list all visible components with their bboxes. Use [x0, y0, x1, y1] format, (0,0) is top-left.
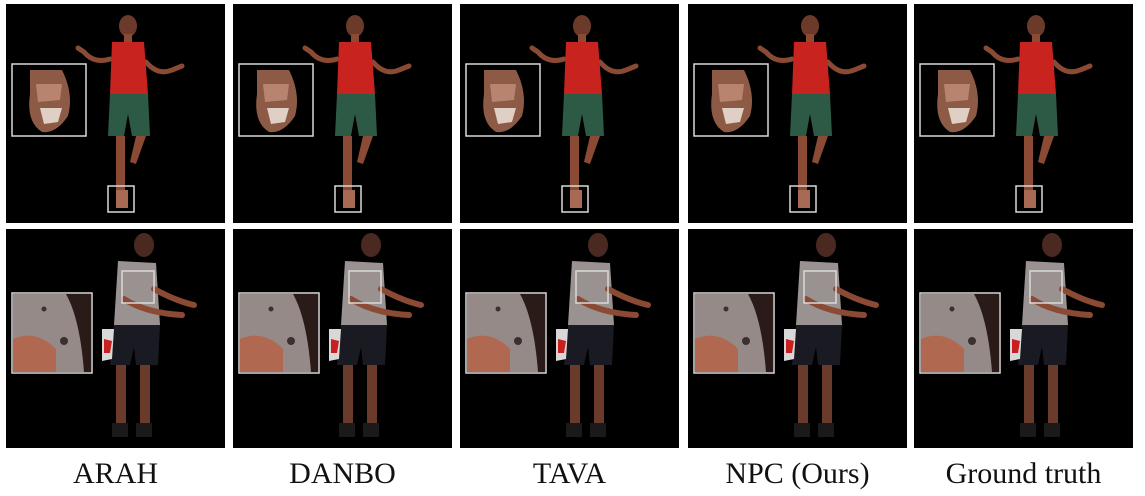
caption-tava: TAVA: [532, 457, 607, 490]
man-rendering: [6, 229, 225, 448]
man-rendering: [233, 229, 452, 448]
man-rendering: [460, 229, 679, 448]
panel-row1-arah: [6, 4, 225, 223]
panel-row2-npc: [688, 229, 907, 448]
panel-row1-danbo: [233, 4, 452, 223]
panel-row2-arah: [6, 229, 225, 448]
panel-row1-tava: [460, 4, 679, 223]
panel-row2-tava: [460, 229, 679, 448]
man-rendering: [914, 229, 1133, 448]
caption-arah: ARAH: [72, 457, 158, 490]
caption-ground-truth: Ground truth: [945, 457, 1102, 490]
caption-npc: NPC (Ours): [725, 457, 870, 490]
caption-danbo: DANBO: [289, 457, 396, 490]
man-rendering: [688, 229, 907, 448]
woman-rendering: [6, 4, 225, 223]
woman-rendering: [460, 4, 679, 223]
panel-row1-npc: [688, 4, 907, 223]
panel-row2-ground-truth: [914, 229, 1133, 448]
woman-rendering: [233, 4, 452, 223]
woman-rendering: [914, 4, 1133, 223]
panel-row2-danbo: [233, 229, 452, 448]
panel-row1-ground-truth: [914, 4, 1133, 223]
woman-rendering: [688, 4, 907, 223]
